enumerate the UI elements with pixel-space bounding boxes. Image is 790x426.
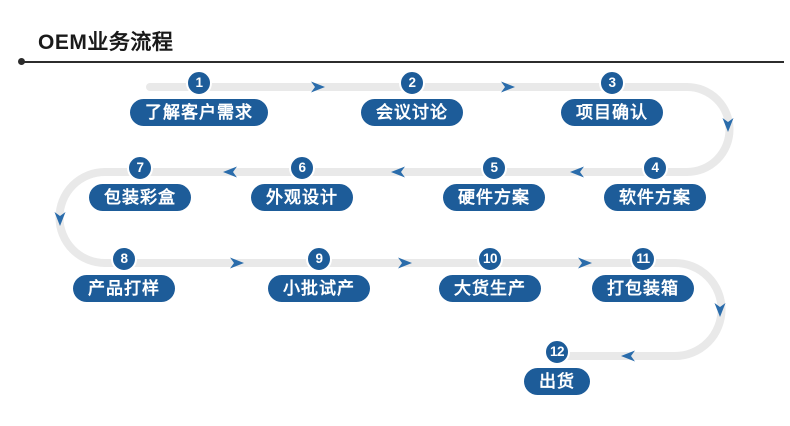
flow-arrow-icon — [714, 303, 726, 317]
step-5: 5 硬件方案 — [443, 155, 545, 211]
step-number-badge: 10 — [477, 246, 503, 272]
page-title: OEM业务流程 — [38, 31, 174, 54]
step-label: 大货生产 — [439, 275, 541, 302]
step-number-badge: 11 — [630, 246, 656, 272]
step-label: 了解客户需求 — [130, 99, 268, 126]
step-label: 硬件方案 — [443, 184, 545, 211]
step-number-badge: 8 — [111, 246, 137, 272]
flow-arrow-icon — [722, 118, 734, 132]
title-underline — [20, 61, 784, 63]
flow-arrow-icon — [570, 166, 584, 178]
step-label: 打包装箱 — [592, 275, 694, 302]
step-6: 6 外观设计 — [251, 155, 353, 211]
step-1: 1 了解客户需求 — [130, 70, 268, 126]
step-3: 3 项目确认 — [561, 70, 663, 126]
step-number-badge: 4 — [642, 155, 668, 181]
flow-arrow-icon — [311, 81, 325, 93]
step-8: 8 产品打样 — [73, 246, 175, 302]
step-number-badge: 7 — [127, 155, 153, 181]
flow-arrow-icon — [578, 257, 592, 269]
flow-arrow-icon — [621, 350, 635, 362]
step-9: 9 小批试产 — [268, 246, 370, 302]
flow-arrow-icon — [223, 166, 237, 178]
step-number-badge: 2 — [399, 70, 425, 96]
flow-arrow-icon — [501, 81, 515, 93]
step-label: 项目确认 — [561, 99, 663, 126]
step-number-badge: 3 — [599, 70, 625, 96]
step-number-badge: 1 — [186, 70, 212, 96]
step-10: 10 大货生产 — [439, 246, 541, 302]
step-label: 包装彩盒 — [89, 184, 191, 211]
step-number-badge: 5 — [481, 155, 507, 181]
step-label: 产品打样 — [73, 275, 175, 302]
step-number-badge: 9 — [306, 246, 332, 272]
step-label: 小批试产 — [268, 275, 370, 302]
step-2: 2 会议讨论 — [361, 70, 463, 126]
step-label: 会议讨论 — [361, 99, 463, 126]
title-underline-dot — [18, 58, 25, 65]
flow-path — [55, 83, 734, 360]
step-number-badge: 12 — [544, 339, 570, 365]
flow-arrow-icon — [230, 257, 244, 269]
step-11: 11 打包装箱 — [592, 246, 694, 302]
flow-arrow-icon — [391, 166, 405, 178]
step-12: 12 出货 — [524, 339, 590, 395]
step-label: 出货 — [524, 368, 590, 395]
step-number-badge: 6 — [289, 155, 315, 181]
step-4: 4 软件方案 — [604, 155, 706, 211]
step-label: 外观设计 — [251, 184, 353, 211]
step-7: 7 包装彩盒 — [89, 155, 191, 211]
flow-arrow-icon — [54, 212, 66, 226]
step-label: 软件方案 — [604, 184, 706, 211]
flow-arrow-icon — [398, 257, 412, 269]
